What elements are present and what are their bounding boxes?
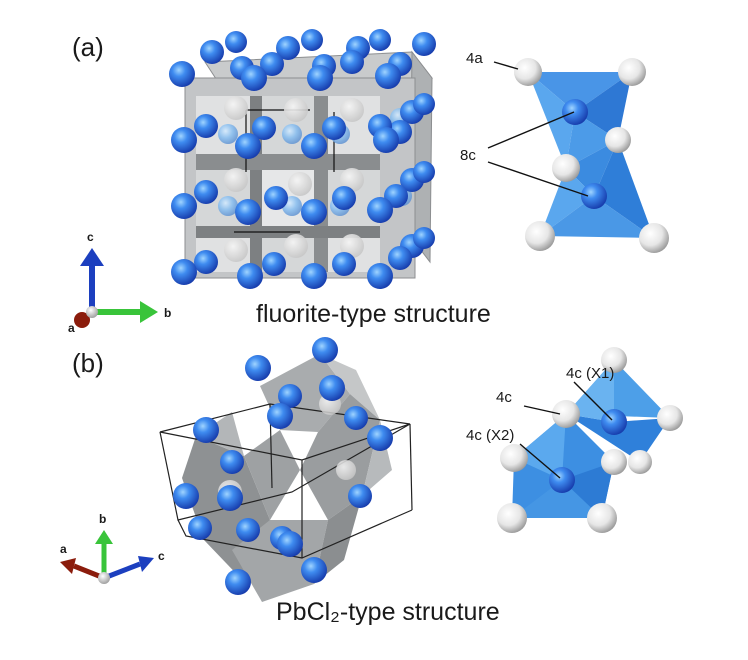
panel-a-label: (a) (72, 32, 104, 62)
anion-8c-lower (581, 183, 607, 209)
panel-a: (a) (68, 29, 669, 335)
axis-b-arrow-icon (95, 530, 113, 544)
axis-triad-a: c b a (68, 230, 171, 335)
fluorite-coordination-detail: 4a 8c (460, 50, 669, 253)
axis-triad-b: b a c (60, 512, 165, 584)
anion-8c-upper (562, 99, 588, 125)
axis-c-arrow-icon (138, 556, 154, 572)
axis-label-b: b (164, 306, 171, 320)
axis-label-c: c (87, 230, 94, 244)
caption-fluorite: fluorite-type structure (256, 300, 491, 328)
site-label-4c: 4c (496, 389, 512, 406)
pbcl2-coordination-detail: 4c (X1) 4c 4c (X2) (466, 347, 683, 533)
site-label-4c-x1: 4c (X1) (566, 365, 614, 382)
axis-label-a: a (60, 542, 67, 556)
site-label-8c: 8c (460, 147, 476, 164)
axis-label-a: a (68, 321, 75, 335)
caption-pbcl2: PbCl₂-type structure (276, 598, 500, 626)
axis-c-arrow-icon (80, 248, 104, 266)
axis-label-b: b (99, 512, 106, 526)
axis-label-c: c (158, 549, 165, 563)
anion-4c-x2 (549, 467, 575, 493)
site-label-4a: 4a (466, 50, 483, 67)
panel-b-label: (b) (72, 348, 104, 378)
pbcl2-cell-block (159, 337, 413, 602)
site-label-4c-x2: 4c (X2) (466, 427, 514, 444)
axis-b-arrow-icon (140, 301, 158, 323)
axis-a-arrow-icon (60, 558, 76, 574)
fluorite-cell-block (169, 29, 436, 289)
panel-b: (b) (60, 337, 683, 626)
